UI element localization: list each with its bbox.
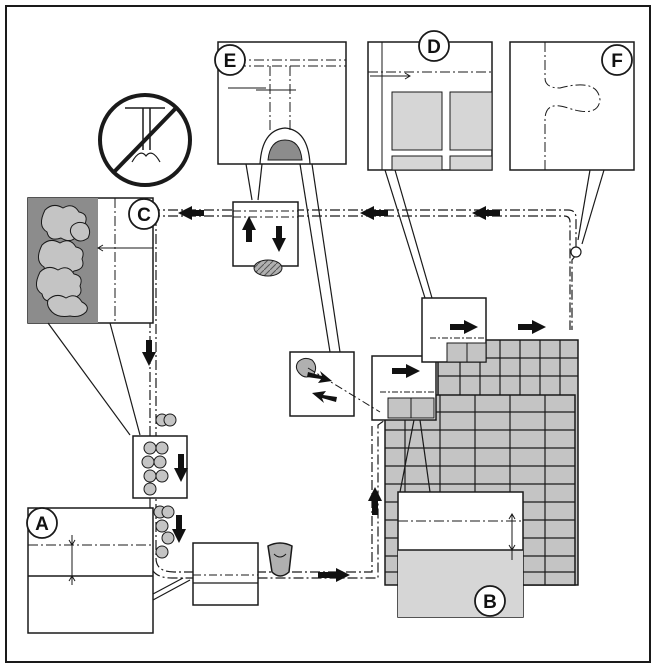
callout-d (367, 41, 493, 299)
callout-letter-b: B (483, 592, 497, 613)
callout-label-c: C (128, 198, 160, 230)
direction-arrow-icon (318, 568, 350, 582)
flower-bed-box (289, 351, 381, 417)
callout-letter-e: E (224, 51, 237, 72)
direction-arrows (142, 206, 546, 582)
direction-arrow-icon (518, 320, 546, 334)
direction-arrow-icon (472, 206, 500, 220)
direction-arrow-icon (242, 216, 256, 242)
callout-letter-d: D (427, 37, 441, 58)
direction-arrow-icon (392, 364, 420, 378)
direction-arrow-icon (360, 206, 388, 220)
callout-c (27, 197, 154, 436)
callout-letter-a: A (35, 514, 49, 535)
callout-label-f: F (601, 44, 633, 76)
grid-detail-box (371, 355, 437, 421)
direction-arrow-icon (312, 391, 337, 403)
direction-arrow-icon (450, 320, 478, 334)
callout-label-e: E (214, 44, 246, 76)
callout-label-b: B (474, 585, 506, 617)
callout-b (397, 419, 524, 618)
direction-arrow-icon (307, 371, 332, 383)
callout-label-a: A (26, 507, 58, 539)
bush-strip (132, 413, 188, 559)
island-box (232, 201, 299, 277)
charging-station (192, 542, 259, 606)
direction-arrow-icon (178, 206, 204, 220)
direction-arrow-icon (368, 487, 382, 515)
robotic-mower-icon (267, 542, 293, 577)
direction-arrow-icon (142, 340, 156, 366)
direction-arrow-icon (172, 515, 186, 543)
direction-arrow-icon (174, 454, 188, 482)
outer-frame (5, 5, 651, 663)
callout-label-d: D (418, 30, 450, 62)
callout-letter-c: C (137, 205, 151, 226)
prohibited-branch-icon (98, 93, 192, 187)
direction-arrow-icon (272, 226, 286, 252)
callout-e (217, 41, 347, 353)
callout-letter-f: F (611, 51, 623, 72)
